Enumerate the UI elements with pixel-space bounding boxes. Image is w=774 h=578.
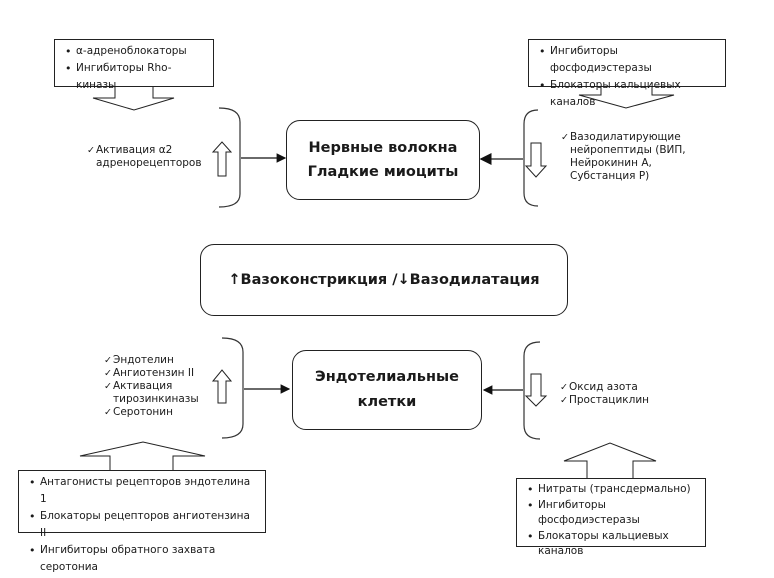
drug-item: Блокаторы кальциевых каналов <box>527 529 697 560</box>
factor-item: ✓ Эндотелин <box>104 354 174 366</box>
node-nerve-smooth-muscle: Нервные волокна Гладкие миоциты <box>286 120 480 200</box>
drug-item: Ингибиторы фосфодиэстеразы <box>539 43 717 77</box>
node-label: Нервные волокна <box>308 140 458 156</box>
bracket-top-right <box>523 109 539 207</box>
drug-item: Антагонисты рецепторов эндотелина 1 <box>29 474 257 508</box>
factors-bottom-left: ✓ Эндотелин ✓ Ангиотензин II ✓ Активация… <box>104 354 214 419</box>
drug-item: Блокаторы кальциевых каналов <box>539 77 717 111</box>
factors-bottom-right: ✓ Оксид азота ✓ Простациклин <box>560 381 670 407</box>
factor-item: ✓ Активация тирозинкиназы <box>104 380 199 405</box>
callout-arrow-bottom-left <box>79 441 206 470</box>
factors-top-left: ✓ Активация α2 адренорецепторов <box>87 144 202 170</box>
node-label: ↑Вазоконстрикция /↓Вазодилатация <box>228 272 540 288</box>
factor-item: ✓ Простациклин <box>560 394 650 406</box>
drug-item: α-адреноблокаторы <box>65 43 205 60</box>
drug-item: Ингибиторы фосфодиэстеразы <box>527 498 697 529</box>
check-icon: ✓ <box>104 355 112 366</box>
factor-item: ✓ Ангиотензин II <box>104 367 195 379</box>
up-arrow-icon <box>211 141 233 177</box>
bracket-bottom-right <box>523 341 541 440</box>
node-label: клетки <box>357 394 417 410</box>
factor-item: ✓ Активация α2 адренорецепторов <box>87 144 202 169</box>
node-label: Гладкие миоциты <box>307 164 459 180</box>
callout-arrow-bottom-right <box>563 442 657 479</box>
node-vasoconstriction-vasodilation: ↑Вазоконстрикция /↓Вазодилатация <box>200 244 568 316</box>
check-icon: ✓ <box>104 407 112 418</box>
factors-top-right: ✓ Вазодилатирующие нейропептиды (ВИП, Не… <box>561 131 701 183</box>
drug-callout-bottom-right: Нитраты (трансдермально) Ингибиторы фосф… <box>516 478 706 557</box>
callout-arrow-top-left <box>92 86 175 111</box>
node-endothelial-cells: Эндотелиальные клетки <box>292 350 482 430</box>
bracket-bottom-left <box>221 337 244 439</box>
check-icon: ✓ <box>561 132 569 143</box>
check-icon: ✓ <box>560 395 568 406</box>
drug-item: Блокаторы рецепторов ангиотензина II <box>29 508 257 542</box>
check-icon: ✓ <box>87 145 95 156</box>
factor-item: ✓ Серотонин <box>104 406 173 418</box>
drug-callout-top-right: Ингибиторы фосфодиэстеразы Блокаторы кал… <box>528 39 726 108</box>
node-label: Эндотелиальные <box>315 369 459 385</box>
drug-item: Ингибиторы обратного захвата серотониа <box>29 542 257 576</box>
bracket-top-left <box>218 107 241 208</box>
up-arrow-icon <box>211 369 233 404</box>
down-arrow-icon <box>524 142 548 178</box>
drug-item: Ингибиторы Rho-киназы <box>65 60 205 94</box>
factor-item: ✓ Оксид азота <box>560 381 638 393</box>
check-icon: ✓ <box>560 382 568 393</box>
drug-item: Нитраты (трансдермально) <box>527 482 697 498</box>
factor-item: ✓ Вазодилатирующие нейропептиды (ВИП, Не… <box>561 131 686 182</box>
drug-callout-top-left: α-адреноблокаторы Ингибиторы Rho-киназы <box>54 39 214 91</box>
check-icon: ✓ <box>104 381 112 392</box>
down-arrow-icon <box>524 373 548 407</box>
check-icon: ✓ <box>104 368 112 379</box>
drug-callout-bottom-left: Антагонисты рецепторов эндотелина 1 Блок… <box>18 470 266 573</box>
